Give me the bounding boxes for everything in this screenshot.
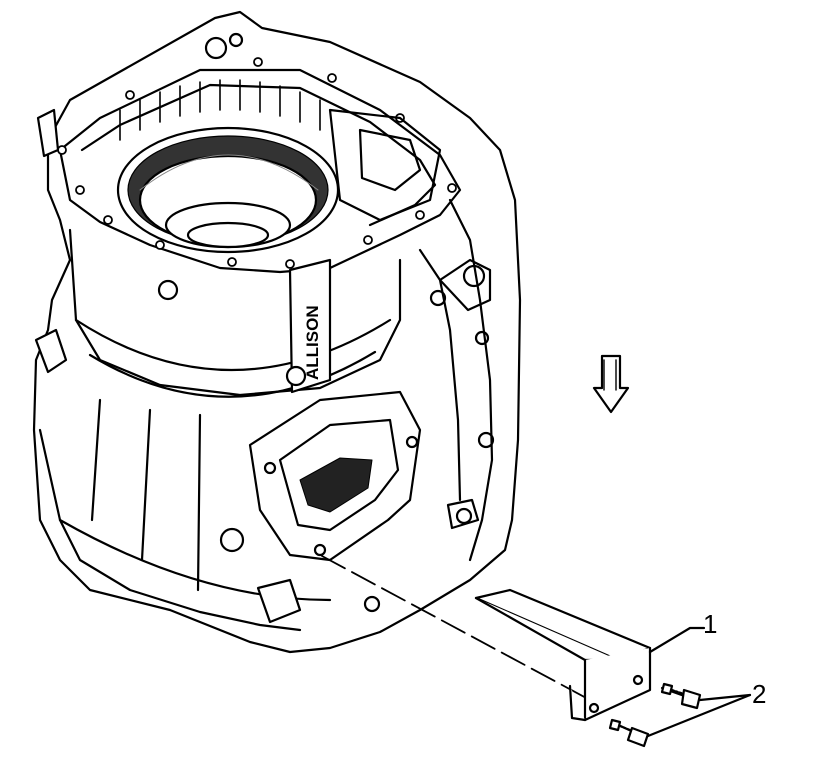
main-barrel <box>68 228 402 397</box>
assembly-line <box>321 555 591 701</box>
case-outline <box>32 10 522 654</box>
callout-2-label: 2 <box>752 679 766 709</box>
leader-2a <box>698 693 752 702</box>
down-arrow-icon <box>592 354 630 414</box>
casting-tab: ALLISON <box>288 258 332 394</box>
top-ribs <box>119 79 321 141</box>
bolt-lower <box>608 718 650 748</box>
callout-1-label: 1 <box>703 609 717 639</box>
pan-opening <box>248 390 422 562</box>
leader-2b <box>646 693 752 738</box>
ring-gear <box>116 126 340 254</box>
casting-text: ALLISON <box>303 305 322 380</box>
transmission-case: ALLISON <box>32 10 522 654</box>
bracket-part <box>474 588 652 722</box>
leader-1 <box>648 626 706 654</box>
bell-flange <box>58 68 462 274</box>
bolt-upper <box>660 682 702 710</box>
case-bosses <box>157 32 495 613</box>
